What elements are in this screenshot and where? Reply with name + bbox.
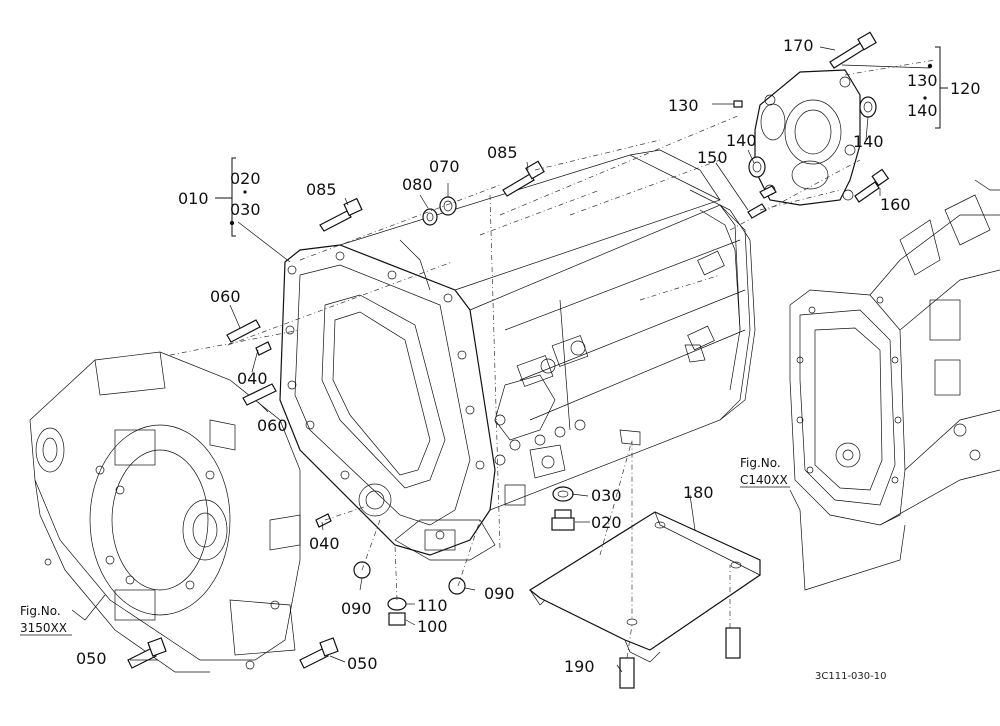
callout-170: 170 [783,36,814,55]
drawing-code: 3C111-030-10 [815,671,886,682]
rear-axle-case-outline [789,179,1000,526]
callout-150: 150 [697,148,728,167]
callout-030-group: 030 [230,200,261,219]
figure-ref-right-line1: Fig.No. [740,456,781,470]
callout-140-right: 140 [853,132,884,151]
callout-100: 100 [417,617,448,636]
callout-140-left: 140 [726,131,757,150]
callout-060-lower: 060 [257,416,288,435]
callout-080: 080 [402,175,433,194]
figure-ref-left-line2: 3150XX [20,621,67,635]
group-bracket-120 [923,46,948,129]
clutch-housing-outline [29,351,301,673]
callout-050-right: 050 [347,654,378,673]
callout-090-left: 090 [341,599,372,618]
callout-160: 160 [880,195,911,214]
callout-130-group: 130 [907,71,938,90]
figure-ref-left: Fig.No. 3150XX [20,604,72,636]
group-bracket-010 [215,157,247,237]
callout-190: 190 [564,657,595,676]
figure-ref-right-line2: C140XX [740,473,788,487]
callout-140-group: 140 [907,101,938,120]
cover-plate-assembly [748,69,877,206]
callout-070: 070 [429,157,460,176]
figure-ref-left-line1: Fig.No. [20,604,61,618]
callout-050-left: 050 [76,649,107,668]
figure-ref-right: Fig.No. C140XX [740,456,790,488]
callout-030: 030 [591,486,622,505]
callout-020: 020 [591,513,622,532]
callout-120: 120 [950,79,981,98]
bracket-part [528,511,761,663]
callout-090-right: 090 [484,584,515,603]
callout-085-right: 085 [487,143,518,162]
callout-180: 180 [683,483,714,502]
callout-060-upper: 060 [210,287,241,306]
callout-130: 130 [668,96,699,115]
transmission-case [279,149,756,561]
callout-020-group: 020 [230,169,261,188]
callout-085-left: 085 [306,180,337,199]
callout-labels: 010 020 030 085 080 070 085 170 130 120 … [76,36,981,676]
callout-040-upper: 040 [237,369,268,388]
callout-040-lower: 040 [309,534,340,553]
callout-010: 010 [178,189,209,208]
callout-110: 110 [417,596,448,615]
